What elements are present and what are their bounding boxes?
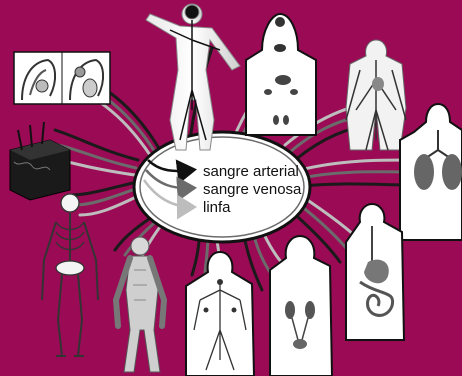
legend-arterial-label: sangre arterial xyxy=(203,163,299,180)
respiratory-system-illustration xyxy=(400,104,462,240)
reproductive-system-illustration xyxy=(14,52,110,104)
legend-lymph-label: linfa xyxy=(203,199,231,216)
integumentary-system-illustration xyxy=(10,122,70,200)
digestive-system-illustration xyxy=(346,204,404,340)
circulatory-system-illustration xyxy=(346,40,406,150)
muscular-system-illustration xyxy=(116,237,164,372)
skeletal-system-illustration xyxy=(42,194,98,356)
legend-venous-label: sangre venosa xyxy=(203,181,302,198)
endocrine-system-illustration xyxy=(246,14,316,135)
urinary-system-illustration xyxy=(270,236,332,376)
lymphatic-system-illustration xyxy=(186,252,254,376)
